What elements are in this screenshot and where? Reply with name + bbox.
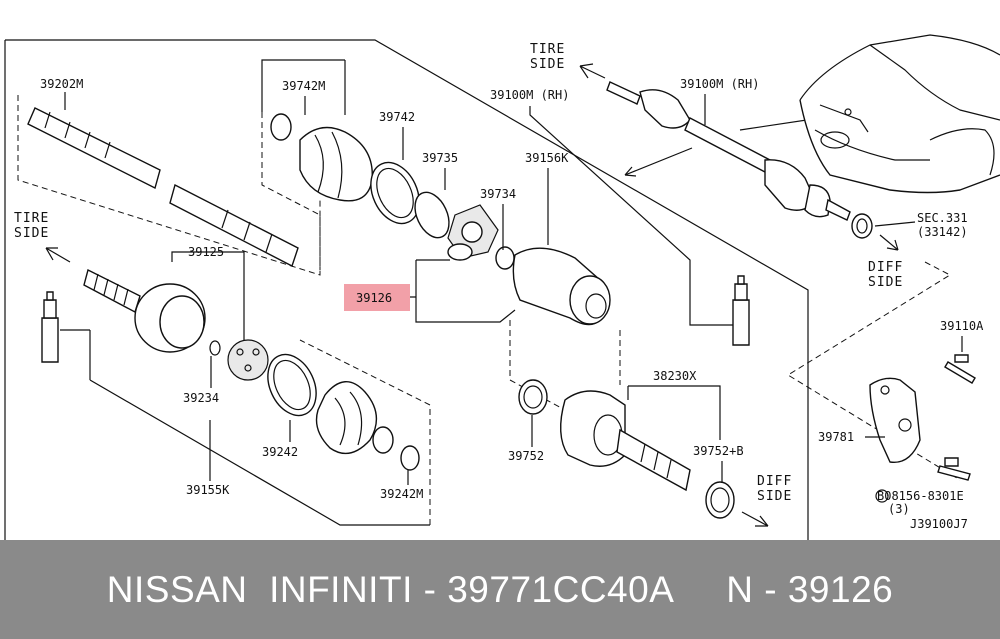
arrow-tire-left <box>45 247 71 263</box>
label-38230X: 38230X <box>653 369 697 383</box>
label-39742M: 39742M <box>282 79 325 93</box>
tire-side-top-1: TIRE <box>530 42 565 57</box>
boot-39742M <box>270 113 450 239</box>
frame-outline <box>4 39 809 540</box>
label-39100M-RH-b: 39100M (RH) <box>680 77 759 91</box>
inner-joint-38230X <box>518 379 735 519</box>
diff-side-bottom-2: SIDE <box>757 489 792 504</box>
label-39156K: 39156K <box>525 151 569 165</box>
highlight-39126 <box>344 284 410 311</box>
label-39752: 39752 <box>508 449 544 463</box>
housing-39156K <box>512 247 611 326</box>
part-number-text: NISSAN INFINITI - 39771CC40A N - 39126 <box>106 568 894 610</box>
label-39155K: 39155K <box>186 483 230 497</box>
shaft-39202M <box>27 107 299 267</box>
grease-tube-right <box>732 275 750 346</box>
label-39234: 39234 <box>183 391 219 405</box>
label-39781: 39781 <box>818 430 854 444</box>
tire-side-left-1: TIRE <box>14 211 49 226</box>
label-39242M: 39242M <box>380 487 423 501</box>
label-bolt-ref: B08156-8301E <box>877 489 964 503</box>
bracket-39781 <box>869 354 976 481</box>
label-39742: 39742 <box>379 110 415 124</box>
label-39202M: 39202M <box>40 77 83 91</box>
part-number-banner: NISSAN INFINITI - 39771CC40A N - 39126 <box>0 540 1000 639</box>
tire-side-top-2: SIDE <box>530 57 565 72</box>
arrow-tire-top <box>579 63 606 79</box>
label-39734: 39734 <box>480 187 516 201</box>
arrow-diff-right <box>879 234 899 251</box>
arrow-diff-bottom <box>741 511 769 527</box>
boot-39242 <box>267 353 420 471</box>
diff-side-right-2: SIDE <box>868 275 903 290</box>
diff-side-bottom-1: DIFF <box>757 474 792 489</box>
shaft-guide-dash <box>17 95 321 276</box>
drawing-number: J39100J7 <box>910 517 968 531</box>
tire-side-left-2: SIDE <box>14 226 49 241</box>
diff-side-right-1: DIFF <box>868 260 903 275</box>
outer-cv-joint <box>83 268 269 381</box>
vehicle-front <box>799 34 1000 194</box>
grease-tube-left <box>41 291 59 363</box>
label-sec331: SEC.331 <box>917 211 968 225</box>
label-39110A: 39110A <box>940 319 984 333</box>
label-39752B: 39752+B <box>693 444 744 458</box>
arrow-to-exploded <box>624 147 693 177</box>
assembled-driveshaft <box>606 81 851 221</box>
label-bolt-qty: (3) <box>888 502 910 516</box>
tripod-joint <box>447 204 515 270</box>
seal-33142 <box>851 213 873 239</box>
label-39735: 39735 <box>422 151 458 165</box>
label-39242: 39242 <box>262 445 298 459</box>
label-39100M-RH-a: 39100M (RH) <box>490 88 569 102</box>
label-sec33142: (33142) <box>917 225 968 239</box>
label-39126[interactable]: 39126 <box>356 291 392 305</box>
parts-diagram: 39202M TIRE SIDE 39125 39234 39242 39242… <box>4 34 1000 540</box>
